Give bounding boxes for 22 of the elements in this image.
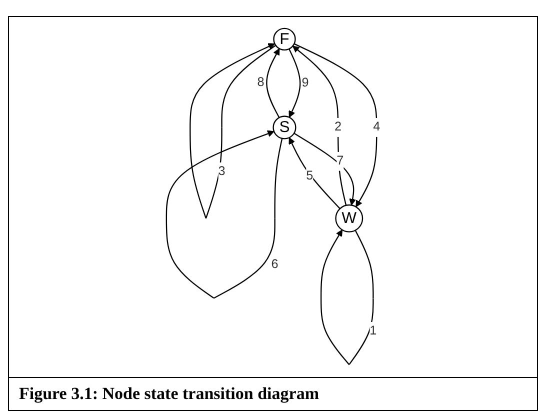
node-circle: W	[334, 204, 363, 232]
arrow	[288, 48, 300, 118]
edge-label: 1	[369, 324, 376, 338]
edge-label: 3	[218, 164, 225, 178]
edge-label: 7	[336, 154, 344, 168]
arrow	[166, 130, 282, 299]
arrow	[294, 43, 377, 208]
edge-label: 9	[301, 76, 308, 90]
edge-label: 5	[306, 169, 313, 183]
arrow	[320, 230, 374, 365]
edge-label: 4	[372, 120, 380, 134]
arrow	[266, 48, 280, 118]
arrow	[189, 43, 276, 219]
arrow	[292, 46, 346, 206]
edge-label: 8	[256, 76, 264, 90]
edge-label: 2	[334, 120, 342, 134]
arrow	[293, 132, 356, 206]
figure-caption: Figure 3.1: Node state transition diagram	[19, 384, 319, 404]
arrow	[288, 137, 340, 210]
edge-label: 6	[271, 258, 278, 272]
node-circle: F	[272, 28, 296, 51]
node-circle: S	[272, 116, 296, 140]
